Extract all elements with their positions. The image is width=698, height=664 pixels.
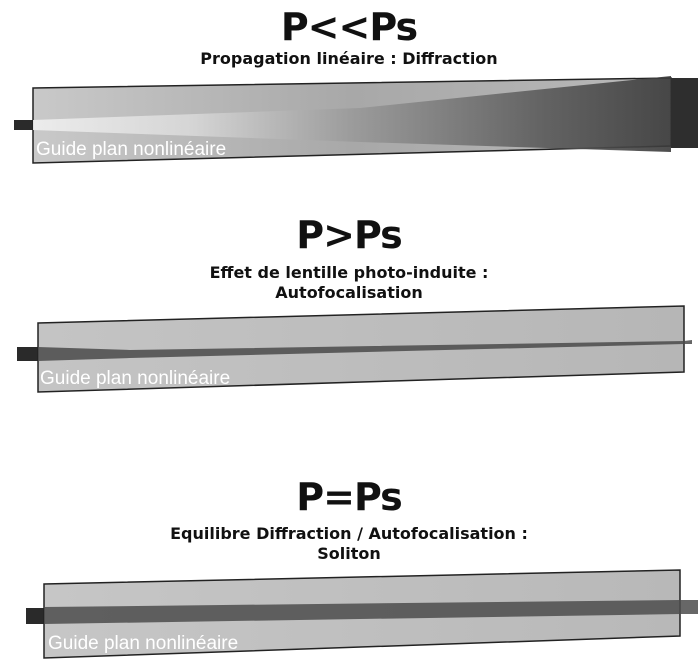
- panel-1-guide: Guide plan nonlinéaire: [14, 76, 698, 164]
- panel-2-subtitle-line-2: Autofocalisation: [275, 283, 423, 302]
- panel-3-subtitle: Equilibre Diffraction / Autofocalisation…: [0, 524, 698, 564]
- panel-1-subtitle: Propagation linéaire : Diffraction: [0, 49, 698, 69]
- panel-1-title: P<<Ps: [280, 5, 418, 49]
- panel-3-input-fiber: [26, 608, 46, 624]
- panel-3-subtitle-line-1: Equilibre Diffraction / Autofocalisation…: [170, 524, 528, 543]
- panel-2-subtitle-line-1: Effet de lentille photo-induite :: [209, 263, 489, 282]
- panel-2-title: P>Ps: [296, 213, 403, 257]
- panel-3-soliton-beam: [44, 600, 698, 624]
- panel-1-subtitle-line-1: Propagation linéaire : Diffraction: [200, 49, 498, 68]
- panel-2-guide: Guide plan nonlinéaire: [17, 305, 692, 393]
- panel-3-subtitle-line-2: Soliton: [317, 544, 381, 563]
- panel-1-guide-label: Guide plan nonlinéaire: [36, 139, 226, 160]
- panel-2-subtitle: Effet de lentille photo-induite : Autofo…: [0, 263, 698, 303]
- panel-2-focused-beam: [38, 340, 692, 361]
- panel-3-guide-label: Guide plan nonlinéaire: [48, 633, 238, 654]
- panel-1-output-beam: [671, 78, 698, 148]
- panel-1-diffracting-beam: [33, 76, 671, 152]
- panel-3-title: P=Ps: [296, 475, 403, 519]
- panel-1-input-fiber: [14, 120, 36, 130]
- panel-2-input-fiber: [17, 347, 41, 361]
- panel-2-guide-label: Guide plan nonlinéaire: [40, 368, 230, 389]
- panel-3-guide: Guide plan nonlinéaire: [26, 569, 698, 659]
